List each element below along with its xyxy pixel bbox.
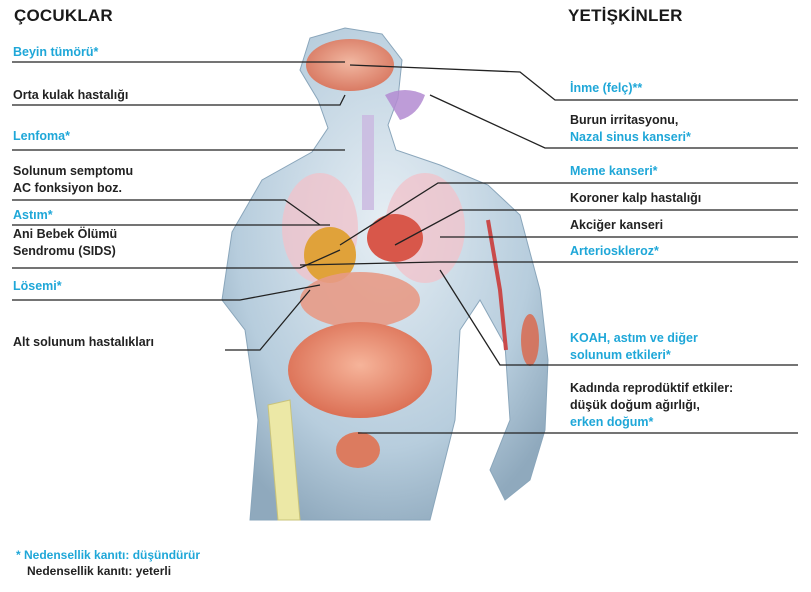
label-asthma: Astım* [13,207,53,224]
intestines [288,322,432,418]
label-athero: Arterioskleroz* [570,243,659,260]
label-leukemia: Lösemi* [13,278,62,295]
label-brain-tumor: Beyin tümörü* [13,44,98,61]
arm-muscle [521,314,539,366]
legend-suggestive: * Nedensellik kanıtı: düşündürür [16,547,200,563]
bladder [336,432,380,468]
label-lymphoma: Lenfoma* [13,128,70,145]
label-repro: Kadında reprodüktif etkiler: düşük doğum… [570,380,733,431]
trachea [362,115,374,210]
stomach [300,272,420,328]
heart [367,214,423,262]
label-breast: Meme kanseri* [570,163,658,180]
label-stroke: İnme (felç)** [570,80,642,97]
legend-sufficient: Nedensellik kanıtı: yeterli [16,563,200,579]
label-nasal: Burun irritasyonu, Nazal sinus kanseri* [570,112,691,146]
label-coronary: Koroner kalp hastalığı [570,190,701,207]
label-lung: Akciğer kanseri [570,217,663,234]
legend: * Nedensellik kanıtı: düşündürür Nedense… [16,547,200,579]
label-lower-resp: Alt solunum hastalıkları [13,334,154,351]
label-middle-ear: Orta kulak hastalığı [13,87,128,104]
